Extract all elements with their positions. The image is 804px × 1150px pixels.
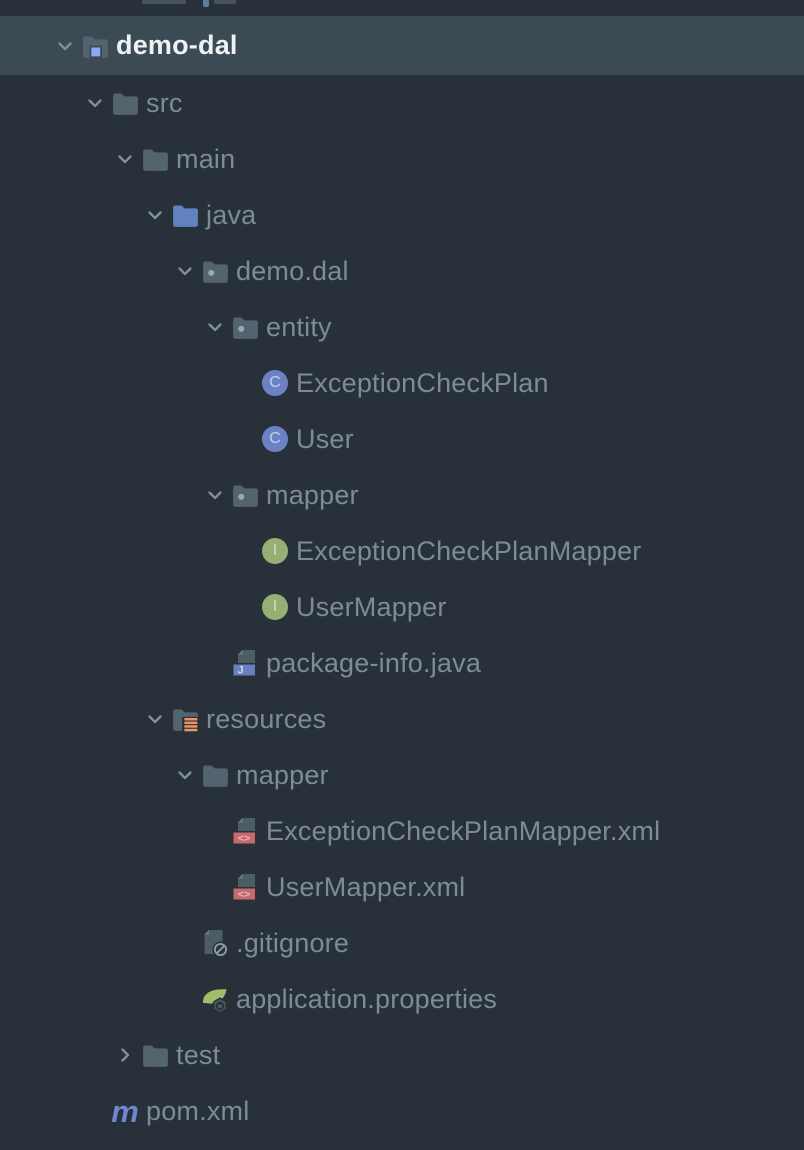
chevron-spacer [80, 1083, 110, 1139]
spring-properties-file-icon [200, 971, 230, 1027]
resources-folder-icon [170, 691, 200, 747]
chevron-right-icon[interactable] [110, 1027, 140, 1083]
xml-file-icon: <> [230, 859, 260, 915]
chevron-down-icon[interactable] [80, 75, 110, 131]
java-interface-icon: I [260, 523, 290, 579]
tree-row-label: package-info.java [266, 647, 482, 678]
package-folder-icon [230, 467, 260, 523]
folder-icon [140, 131, 170, 187]
chevron-spacer [230, 523, 260, 579]
tree-row-java[interactable]: java [0, 187, 804, 243]
tree-row-main[interactable]: main [0, 131, 804, 187]
project-folder-icon [80, 16, 110, 75]
chevron-down-icon[interactable] [140, 187, 170, 243]
maven-file-icon: m [111, 1093, 139, 1129]
folder-icon [200, 747, 230, 803]
chevron-down-icon[interactable] [170, 747, 200, 803]
chevron-spacer [230, 411, 260, 467]
source-root-folder-icon [170, 187, 200, 243]
tree-row-label: ExceptionCheckPlanMapper [296, 535, 642, 566]
java-file-icon: J [230, 635, 260, 691]
tree-row-label: src [146, 87, 183, 118]
java-class-icon: C [260, 355, 290, 411]
tree-row-label: entity [266, 311, 332, 342]
chevron-down-icon[interactable] [200, 299, 230, 355]
tree-row-application-properties[interactable]: application.properties [0, 971, 804, 1027]
tree-row--gitignore[interactable]: .gitignore [0, 915, 804, 971]
chevron-down-icon[interactable] [140, 691, 170, 747]
chevron-spacer [200, 859, 230, 915]
tree-row-label: application.properties [236, 983, 498, 1014]
clipped-row-remnant [0, 0, 804, 16]
tree-row-label: java [206, 199, 257, 230]
tree-row-mapper[interactable]: mapper [0, 747, 804, 803]
clipped-icon-remnant [203, 0, 209, 7]
tree-row-demo-dal[interactable]: demo-dal [0, 16, 804, 75]
tree-row-entity[interactable]: entity [0, 299, 804, 355]
svg-text:<>: <> [238, 889, 250, 901]
gitignore-file-icon [200, 915, 230, 971]
tree-row-label: test [176, 1039, 221, 1070]
chevron-spacer [170, 915, 200, 971]
chevron-spacer [170, 971, 200, 1027]
chevron-down-icon[interactable] [200, 467, 230, 523]
chevron-down-icon[interactable] [110, 131, 140, 187]
tree-row-label: resources [206, 703, 327, 734]
tree-row-label: UserMapper.xml [266, 871, 466, 902]
tree-row-label: demo.dal [236, 255, 349, 286]
tree-row-exceptioncheckplanmapper-xml[interactable]: <> ExceptionCheckPlanMapper.xml [0, 803, 804, 859]
java-class-icon: C [260, 411, 290, 467]
tree-row-resources[interactable]: resources [0, 691, 804, 747]
tree-row-demo-dal[interactable]: demo.dal [0, 243, 804, 299]
tree-row-mapper[interactable]: mapper [0, 467, 804, 523]
tree-row-label: User [296, 423, 354, 454]
tree-row-label: demo-dal [116, 30, 238, 60]
tree-row-label: main [176, 143, 236, 174]
tree-row-label: .gitignore [236, 927, 350, 958]
clipped-text-remnant [142, 0, 186, 4]
tree-row-label: mapper [236, 759, 329, 790]
tree-row-label: ExceptionCheckPlanMapper.xml [266, 815, 661, 846]
package-folder-icon [200, 243, 230, 299]
xml-file-icon: <> [230, 803, 260, 859]
svg-text:J: J [237, 665, 243, 677]
chevron-spacer [230, 579, 260, 635]
tree-row-label: mapper [266, 479, 359, 510]
java-interface-icon: I [260, 579, 290, 635]
chevron-spacer [200, 635, 230, 691]
tree-row-src[interactable]: src [0, 75, 804, 131]
tree-row-label: UserMapper [296, 591, 447, 622]
chevron-down-icon[interactable] [50, 16, 80, 75]
chevron-down-icon[interactable] [170, 243, 200, 299]
clipped-text-remnant [214, 0, 236, 4]
svg-text:<>: <> [238, 833, 250, 845]
tree-row-label: pom.xml [146, 1095, 250, 1126]
tree-row-usermapper-xml[interactable]: <> UserMapper.xml [0, 859, 804, 915]
folder-icon [140, 1027, 170, 1083]
folder-icon [110, 75, 140, 131]
tree-row-label: ExceptionCheckPlan [296, 367, 549, 398]
package-folder-icon [230, 299, 260, 355]
tree-row-test[interactable]: test [0, 1027, 804, 1083]
chevron-spacer [200, 803, 230, 859]
chevron-spacer [230, 355, 260, 411]
